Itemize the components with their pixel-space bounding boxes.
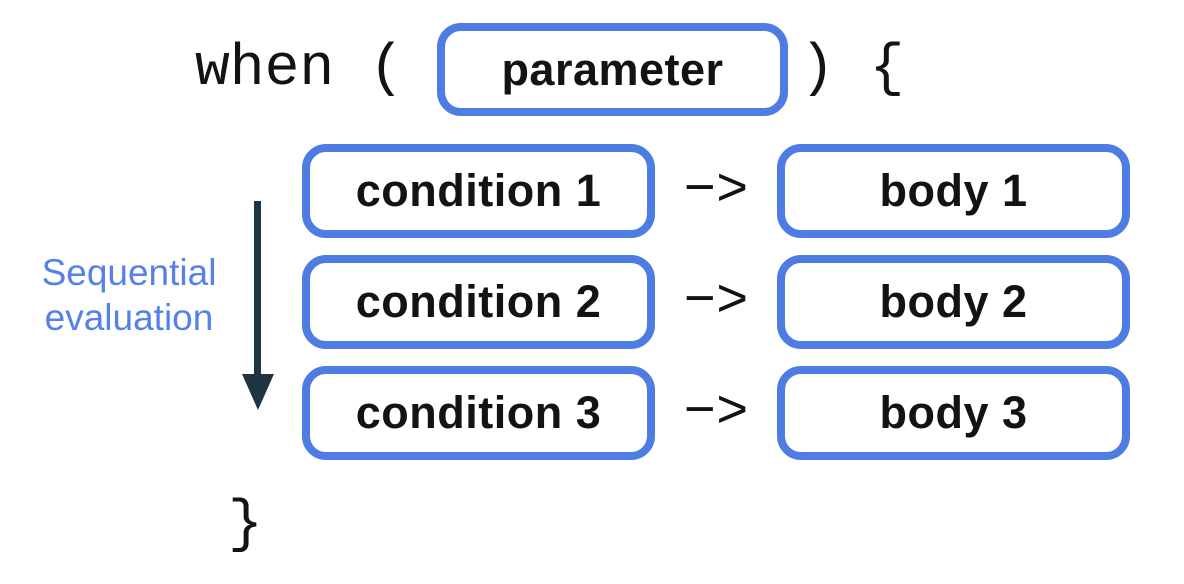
sequential-evaluation-label-line1: Sequential [41,252,217,293]
sequential-evaluation-arrow-shaft [254,201,261,377]
sequential-evaluation-label: Sequential evaluation [14,250,244,340]
close-brace-code-text: } [228,493,263,558]
condition-label-2: condition 2 [355,276,602,327]
close-paren-open-brace-code-text: ) { [800,37,905,102]
case-arrow-glyph-3: −> [683,382,749,444]
when-keyword-code-text: when ( [195,37,404,102]
case-arrow-glyph-2: −> [683,271,749,333]
condition-box-1: condition 1 [302,144,655,238]
sequential-evaluation-arrow-head-icon [242,374,274,410]
body-box-2: body 2 [777,255,1130,349]
case-arrow-glyph-1: −> [683,160,749,222]
body-label-1: body 1 [879,165,1028,216]
condition-label-1: condition 1 [355,165,602,216]
condition-box-3: condition 3 [302,366,655,460]
sequential-evaluation-label-line2: evaluation [44,297,214,338]
body-label-3: body 3 [879,387,1028,438]
condition-box-2: condition 2 [302,255,655,349]
parameter-label: parameter [501,43,724,95]
body-box-3: body 3 [777,366,1130,460]
body-label-2: body 2 [879,276,1028,327]
body-box-1: body 1 [777,144,1130,238]
condition-label-3: condition 3 [355,387,602,438]
parameter-box: parameter [437,23,788,116]
